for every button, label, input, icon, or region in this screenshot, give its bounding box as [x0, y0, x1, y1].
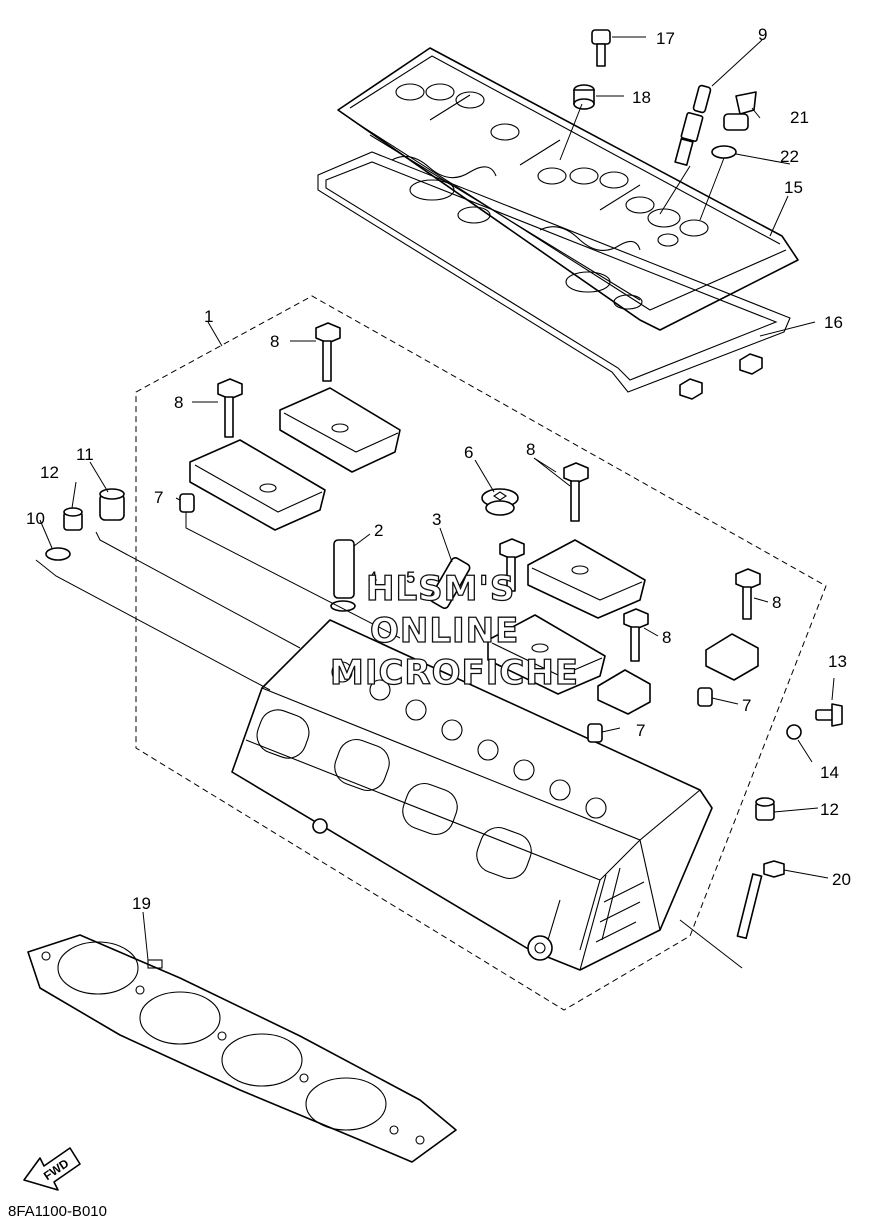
callout-9: 9: [758, 25, 767, 44]
valve-guide[interactable]: [429, 556, 471, 609]
camshaft-cap-single[interactable]: [597, 669, 651, 715]
bushing[interactable]: [99, 488, 125, 521]
o-ring[interactable]: [711, 145, 737, 159]
cylinder-head-assembly-outline: [135, 295, 827, 1011]
callout-21: 21: [790, 108, 809, 127]
callout-7-b: 7: [742, 696, 751, 715]
spark-plug[interactable]: [674, 84, 712, 166]
bolt-8-e[interactable]: [623, 608, 649, 662]
watermark-line-2: ONLINE: [370, 611, 519, 651]
plug[interactable]: [481, 488, 519, 516]
callout-8-d: 8: [772, 593, 781, 612]
washer[interactable]: [45, 547, 71, 561]
drawing-code: 8FA1100-B010: [8, 1203, 107, 1220]
callout-11: 11: [76, 445, 94, 464]
callout-1: 1: [204, 307, 213, 326]
watermark-line-1: HLSM'S: [366, 569, 515, 609]
bolt-8-d[interactable]: [499, 538, 525, 592]
dowel-pin-7-c[interactable]: [587, 723, 603, 743]
callout-6: 6: [464, 443, 473, 462]
watermark-line-3: MICROFICHE: [330, 653, 579, 693]
callout-15: 15: [784, 178, 803, 197]
callout-19: 19: [132, 894, 151, 913]
camshaft-cap-right-front[interactable]: [487, 614, 606, 695]
watermark: HLSM'S ONLINE MICROFICHE: [329, 568, 579, 693]
fwd-arrow-icon: FWD: [23, 1147, 81, 1191]
camshaft-cap-left-rear[interactable]: [279, 387, 401, 473]
callout-labels: 1 2 3 4 5 6 7 7 7 7 8 8 8 8 8 8 9 10 11 …: [26, 25, 851, 913]
callout-8-c: 8: [526, 440, 535, 459]
callout-22: 22: [780, 147, 799, 166]
callout-14: 14: [820, 763, 839, 782]
cover-gasket[interactable]: [317, 151, 791, 400]
dowel-pin-7-b[interactable]: [697, 687, 713, 707]
cylinder-head[interactable]: [231, 619, 713, 971]
bolt-8-c[interactable]: [563, 462, 589, 522]
grommet-18[interactable]: [573, 84, 595, 110]
cylinder-head-cover[interactable]: [337, 47, 799, 331]
camshaft-cap-right-rear[interactable]: [527, 539, 646, 619]
valve-lifter[interactable]: [330, 539, 356, 612]
callout-8-b: 8: [174, 393, 183, 412]
gasket-14[interactable]: [786, 724, 802, 740]
camshaft-cap-end[interactable]: [705, 633, 759, 681]
callout-13: 13: [828, 652, 847, 671]
callout-4: 4: [368, 568, 377, 587]
bolt-8-b[interactable]: [217, 378, 243, 438]
callout-7-c: 7: [636, 721, 645, 740]
bolt-8-a[interactable]: [315, 322, 341, 382]
callout-20: 20: [832, 870, 851, 889]
callout-12-b: 12: [820, 800, 839, 819]
bolt-8-f[interactable]: [735, 568, 761, 620]
callout-16: 16: [824, 313, 843, 332]
callout-3: 3: [432, 510, 441, 529]
callout-17: 17: [656, 29, 675, 48]
breather-fitting[interactable]: [723, 91, 757, 131]
callout-18: 18: [632, 88, 651, 107]
callout-10: 10: [26, 509, 45, 528]
camshaft-cap-left-front[interactable]: [189, 439, 326, 531]
cylinder-head-bolt[interactable]: [736, 860, 785, 940]
collar-12-b[interactable]: [755, 797, 775, 821]
callout-8-a: 8: [270, 332, 279, 351]
dowel-pin-7-a[interactable]: [179, 493, 195, 513]
callout-7-a: 7: [154, 488, 163, 507]
leader-lines: [35, 36, 835, 969]
cylinder-head-gasket[interactable]: [27, 934, 457, 1163]
collar-12-a[interactable]: [63, 507, 83, 531]
callout-2: 2: [374, 521, 383, 540]
bolt-13[interactable]: [815, 703, 843, 727]
callout-5: 5: [406, 568, 415, 587]
bolt-17[interactable]: [591, 29, 611, 67]
callout-12-a: 12: [40, 463, 59, 482]
callout-8-e: 8: [662, 628, 671, 647]
